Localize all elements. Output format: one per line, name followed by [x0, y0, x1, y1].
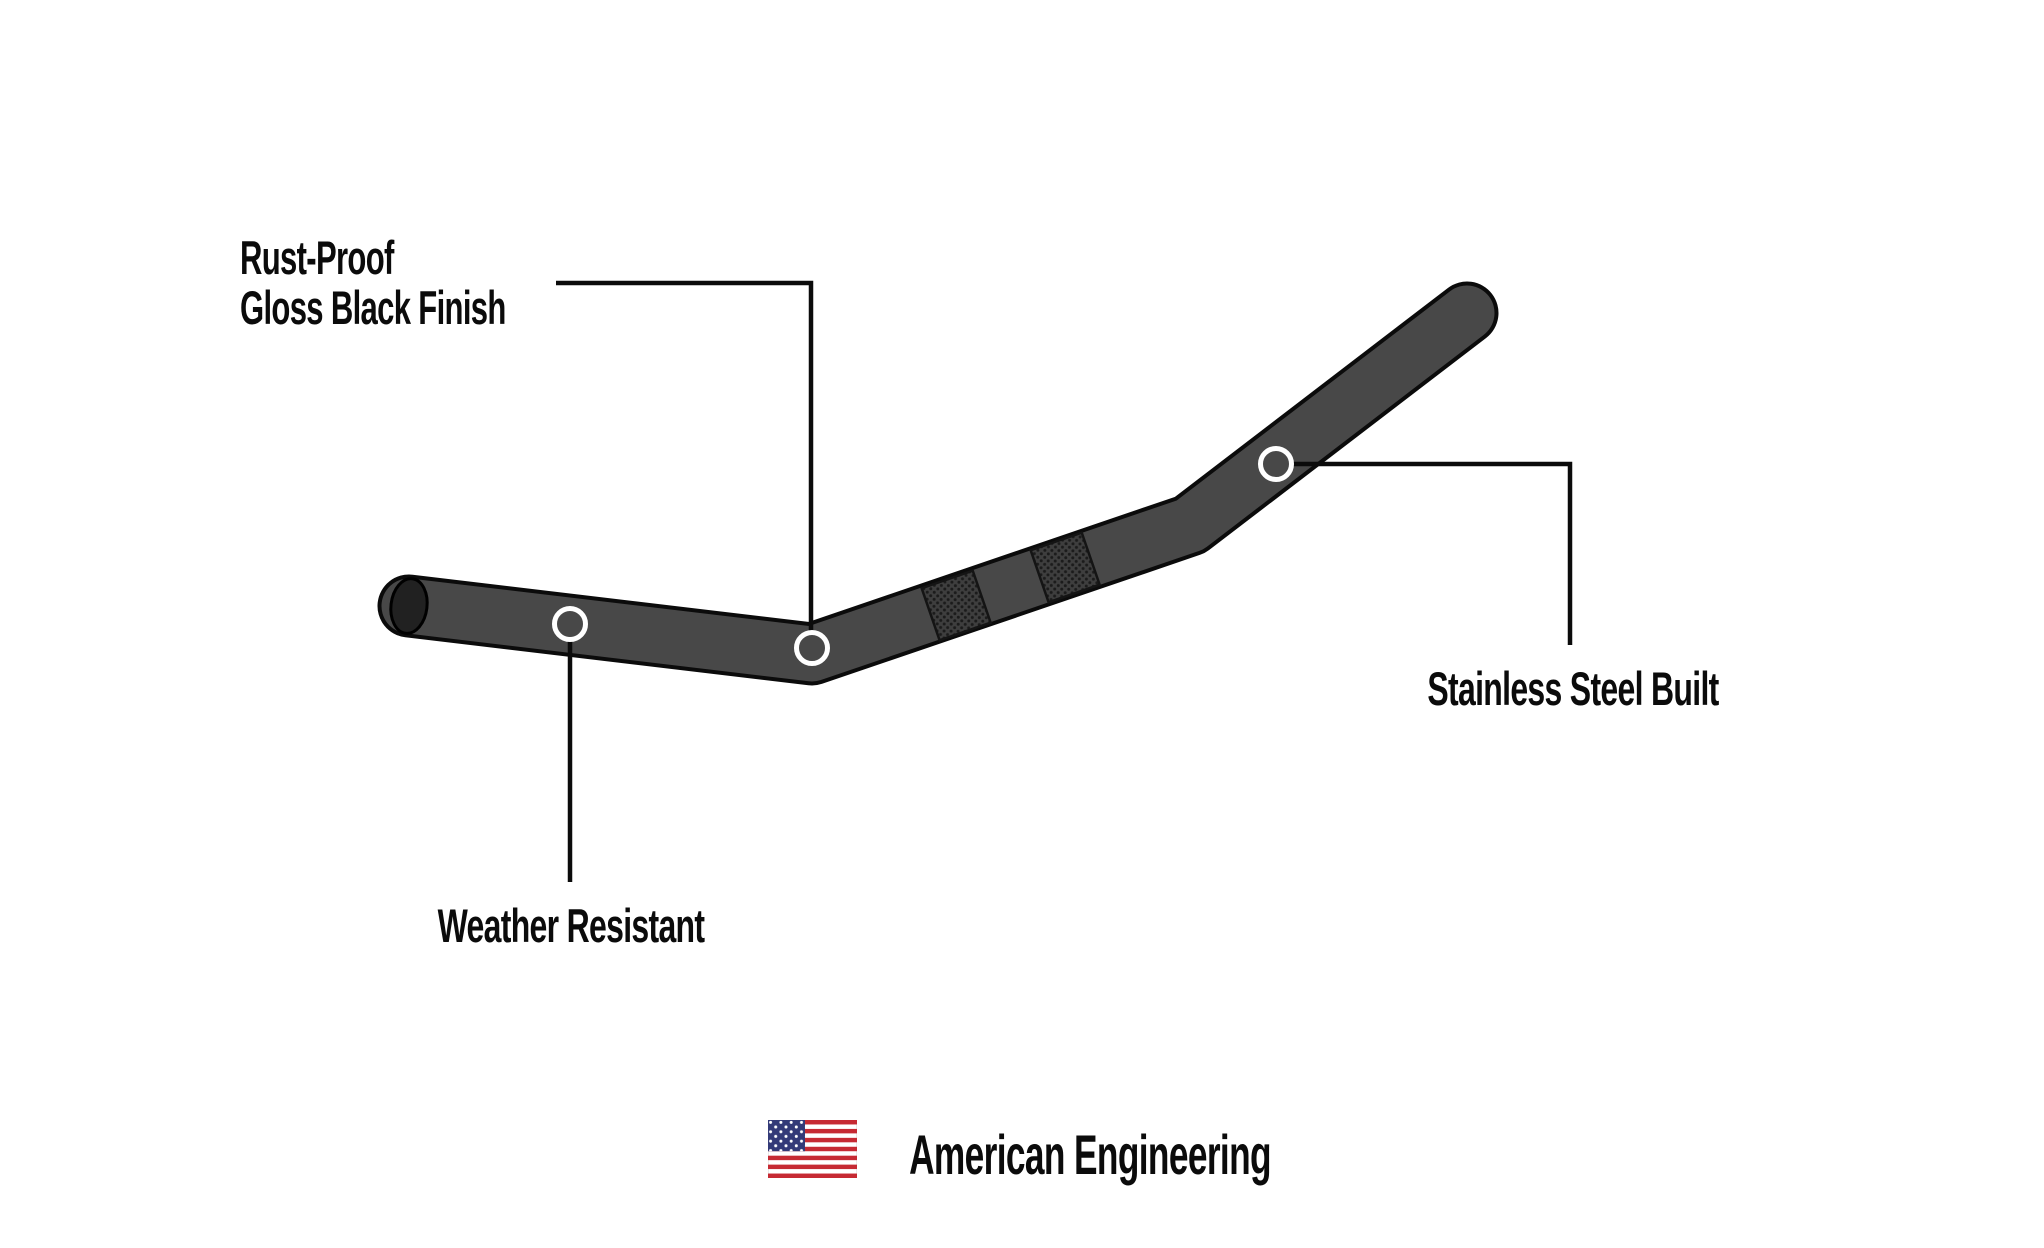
flag-stars — [768, 1120, 805, 1152]
callout-marker-gloss-finish — [794, 630, 830, 666]
tube-end-cap — [389, 577, 429, 635]
callout-label-gloss-finish: Rust-Proof Gloss Black Finish — [240, 233, 506, 333]
callout-marker-weather — [552, 606, 588, 642]
tube-body — [381, 285, 1495, 682]
callout-line-stainless — [1292, 461, 1573, 645]
callout-label-line: Gloss Black Finish — [240, 281, 506, 334]
flag-stripes — [768, 1120, 857, 1178]
callout-label-stainless: Stainless Steel Built — [1427, 662, 1719, 715]
callout-label-weather: Weather Resistant — [437, 899, 705, 952]
callout-line-gloss-finish — [556, 280, 814, 632]
us-flag-icon — [768, 1120, 857, 1178]
knurl-band-left — [920, 569, 993, 642]
callout-marker-stainless — [1258, 446, 1294, 482]
footer-tagline: American Engineering — [909, 1123, 1271, 1186]
callout-label-line: Rust-Proof — [240, 231, 394, 284]
knurl-band-right — [1029, 531, 1102, 604]
